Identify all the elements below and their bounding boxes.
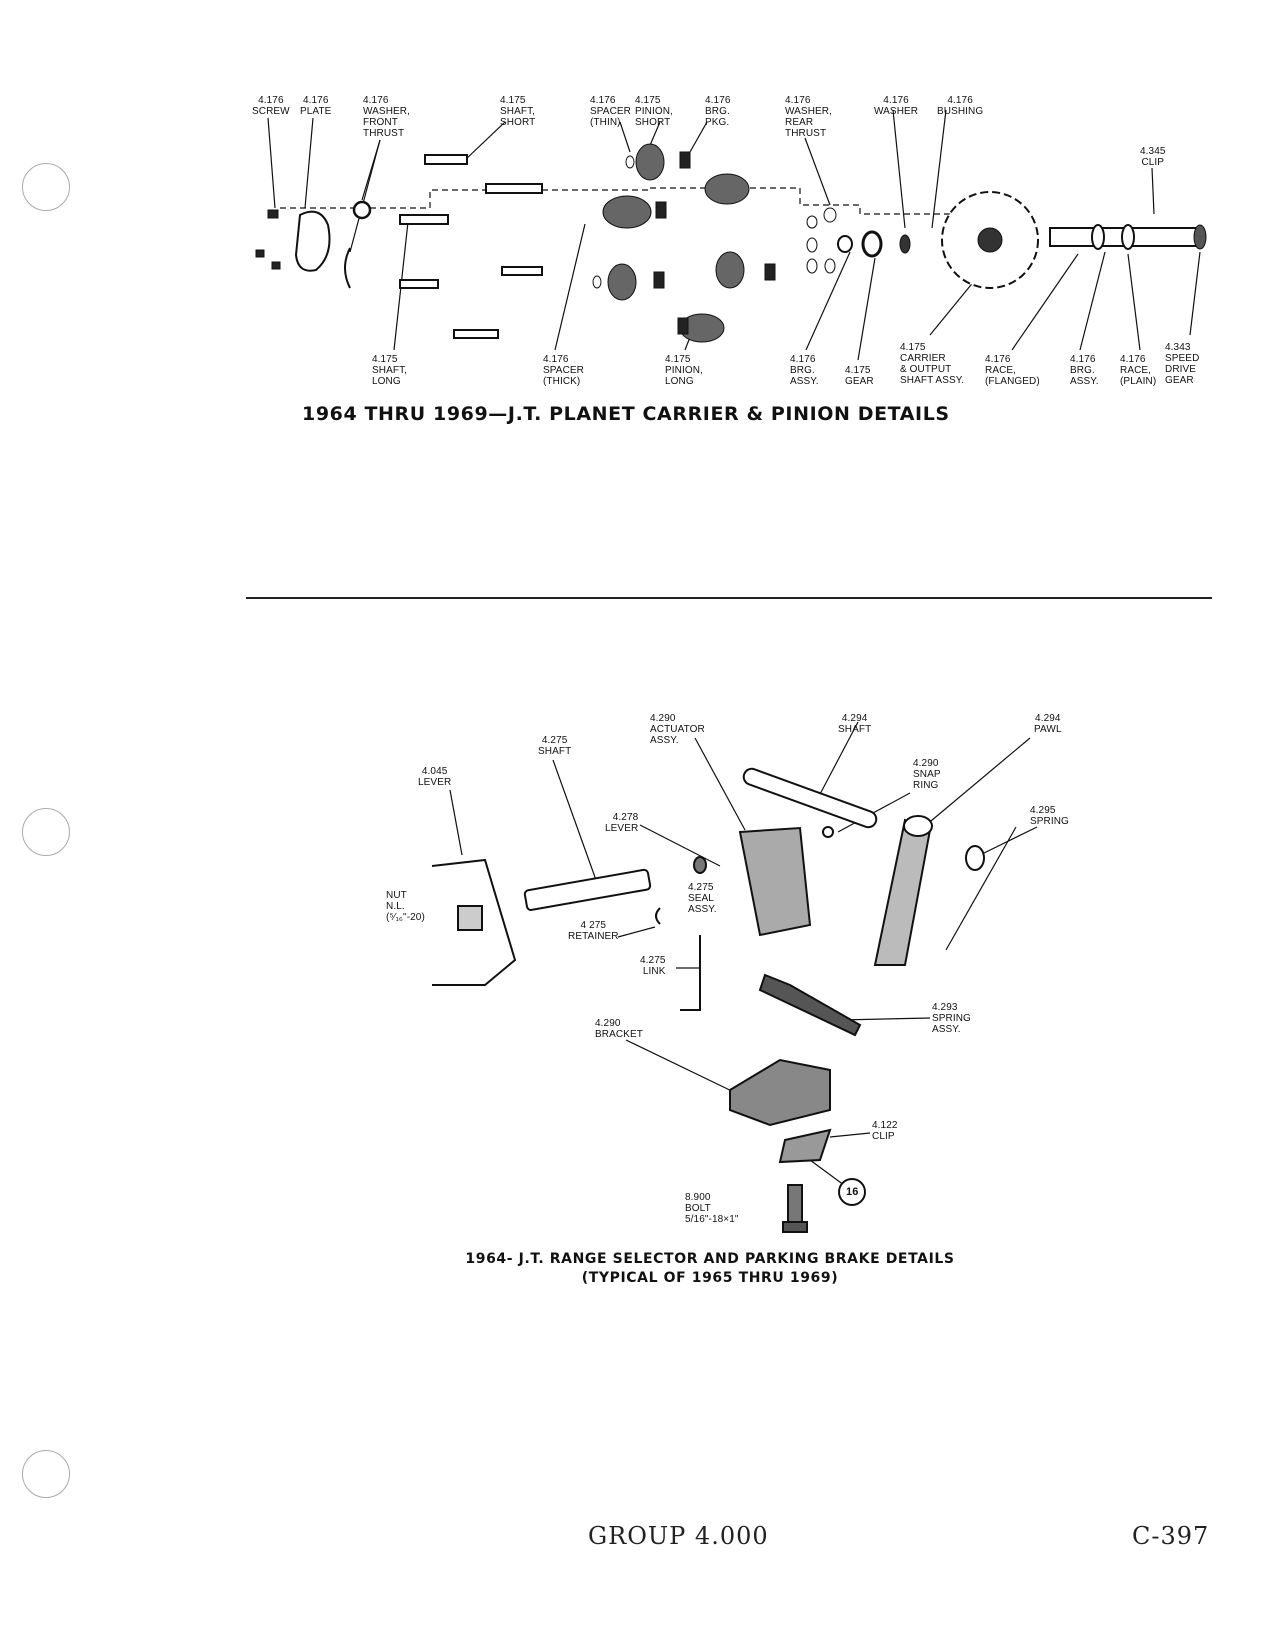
label-pinion-short: 4.175 PINION, SHORT — [635, 95, 673, 128]
label-spacer-thin: 4.176 SPACER (THIN) — [590, 95, 631, 128]
label-spring-assy: 4.293 SPRING ASSY. — [932, 1002, 971, 1035]
label-actuator-assy: 4.290 ACTUATOR ASSY. — [650, 713, 705, 746]
label-retainer: 4 275 RETAINER — [568, 920, 619, 942]
label-washer-front-thrust: 4.176 WASHER, FRONT THRUST — [363, 95, 410, 139]
label-clip-345: 4.345 CLIP — [1140, 146, 1166, 168]
label-link: 4.275 LINK — [640, 955, 666, 977]
label-carrier-output-shaft: 4.175 CARRIER & OUTPUT SHAFT ASSY. — [900, 342, 965, 386]
label-gear: 4.175 GEAR — [845, 365, 874, 387]
diagram2-caption-line2: (TYPICAL OF 1965 THRU 1969) — [581, 1270, 839, 1286]
diagram1-caption: 1964 THRU 1969—J.T. PLANET CARRIER & PIN… — [302, 403, 950, 425]
label-snap-ring: 4.290 SNAP RING — [913, 758, 941, 791]
label-seal-assy: 4.275 SEAL ASSY. — [688, 882, 717, 915]
label-lever-278: 4.278 LEVER — [605, 812, 639, 834]
label-washer: 4.176 WASHER — [874, 95, 919, 117]
diagram2-caption: 1964- J.T. RANGE SELECTOR AND PARKING BR… — [440, 1250, 980, 1288]
label-bracket: 4.290 BRACKET — [595, 1018, 643, 1040]
label-brg-assy: 4.176 BRG. ASSY. — [790, 354, 819, 387]
label-race-flanged: 4.176 RACE, (FLANGED) — [985, 354, 1040, 387]
label-bushing: 4.176 BUSHING — [937, 95, 984, 117]
label-brg-pkg: 4.176 BRG. PKG. — [705, 95, 731, 128]
diagram2-caption-line1: 1964- J.T. RANGE SELECTOR AND PARKING BR… — [465, 1251, 955, 1267]
label-pinion-long: 4.175 PINION, LONG — [665, 354, 703, 387]
label-nut: NUT N.L. (⁵⁄₁₆"-20) — [386, 890, 425, 923]
label-plate: 4.176 PLATE — [300, 95, 332, 117]
footer-group-number: GROUP 4.000 — [588, 1522, 769, 1550]
label-race-plain: 4.176 RACE, (PLAIN) — [1120, 354, 1157, 387]
label-shaft-275: 4.275 SHAFT — [538, 735, 572, 757]
punch-hole-bottom — [22, 1450, 70, 1498]
label-shaft-long: 4.175 SHAFT, LONG — [372, 354, 408, 387]
label-pawl: 4.294 PAWL — [1034, 713, 1062, 735]
label-speed-drive-gear: 4.343 SPEED DRIVE GEAR — [1165, 342, 1200, 386]
label-brg-assy-2: 4.176 BRG. ASSY. — [1070, 354, 1099, 387]
callout-number: 16 — [846, 1186, 859, 1198]
label-lever-045: 4.045 LEVER — [418, 766, 452, 788]
punch-hole-top — [22, 163, 70, 211]
label-shaft-short: 4.175 SHAFT, SHORT — [500, 95, 536, 128]
label-washer-rear-thrust: 4.176 WASHER, REAR THRUST — [785, 95, 832, 139]
label-spring-295: 4.295 SPRING — [1030, 805, 1069, 827]
section-divider — [246, 597, 1212, 599]
label-screw: 4.176 SCREW — [252, 95, 290, 117]
label-clip-122: 4.122 CLIP — [872, 1120, 898, 1142]
footer-page-number: C-397 — [1132, 1522, 1210, 1550]
label-spacer-thick: 4.176 SPACER (THICK) — [543, 354, 584, 387]
label-shaft-294: 4.294 SHAFT — [838, 713, 872, 735]
label-bolt: 8.900 BOLT 5/16"-18×1" — [685, 1192, 739, 1225]
punch-hole-middle — [22, 808, 70, 856]
